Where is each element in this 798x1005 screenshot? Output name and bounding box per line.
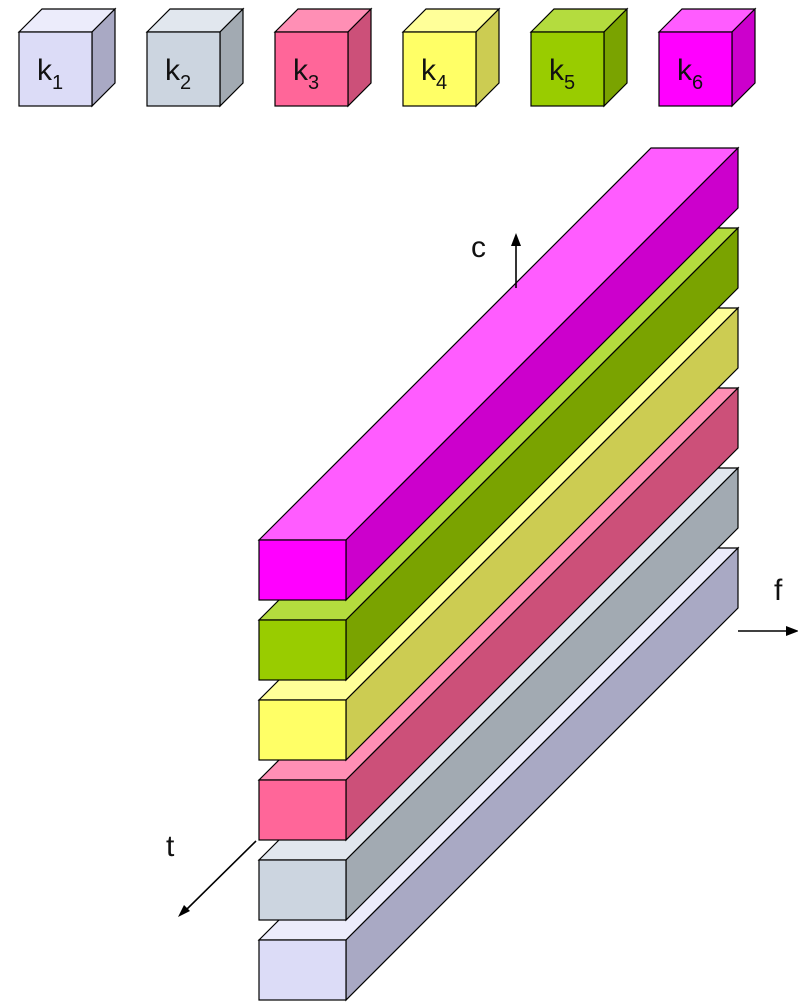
legend-item-k6: k6 <box>657 7 757 108</box>
axis-t: t <box>166 830 257 917</box>
legend-label-subscript: 6 <box>692 72 703 94</box>
axis-label-t: t <box>166 830 175 863</box>
legend-item-k3: k3 <box>273 7 373 108</box>
legend-item-k5: k5 <box>529 7 629 108</box>
legend-label-base: k <box>165 54 181 87</box>
bar-front <box>258 619 347 681</box>
legend-label-subscript: 1 <box>52 72 63 94</box>
bar-stack <box>257 146 740 1002</box>
axis-label-f: f <box>774 574 783 607</box>
cube-front <box>274 31 349 107</box>
legend-label-subscript: 3 <box>308 72 319 94</box>
bar-front <box>258 939 347 1001</box>
legend-label-base: k <box>37 54 53 87</box>
legend-label-base: k <box>549 54 565 87</box>
axis-c: c <box>471 231 521 288</box>
legend-item-k4: k4 <box>401 7 501 108</box>
legend-label-base: k <box>293 54 309 87</box>
legend-label: k1 <box>37 54 63 94</box>
legend-label-subscript: 4 <box>436 72 447 94</box>
cube-front <box>530 31 605 107</box>
cube-front <box>146 31 221 107</box>
bar-front <box>258 699 347 761</box>
legend-label-subscript: 5 <box>564 72 575 94</box>
bar-front <box>258 859 347 921</box>
legend-label-base: k <box>421 54 437 87</box>
legend-label: k5 <box>549 54 575 94</box>
bar-front <box>258 539 347 601</box>
cube-front <box>18 31 93 107</box>
legend-label: k4 <box>421 54 447 94</box>
legend-label: k6 <box>677 54 703 94</box>
bar-k6 <box>257 146 740 602</box>
bar-front <box>258 779 347 841</box>
axis-label-c: c <box>471 231 486 264</box>
legend-label-subscript: 2 <box>180 72 191 94</box>
legend-label: k2 <box>165 54 191 94</box>
cube-front <box>658 31 733 107</box>
axes: c f t <box>166 231 798 917</box>
axis-f: f <box>738 574 798 636</box>
legend-item-k2: k2 <box>145 7 245 108</box>
legend-item-k1: k1 <box>17 7 117 108</box>
cube-front <box>402 31 477 107</box>
legend-label: k3 <box>293 54 319 94</box>
legend-label-base: k <box>677 54 693 87</box>
